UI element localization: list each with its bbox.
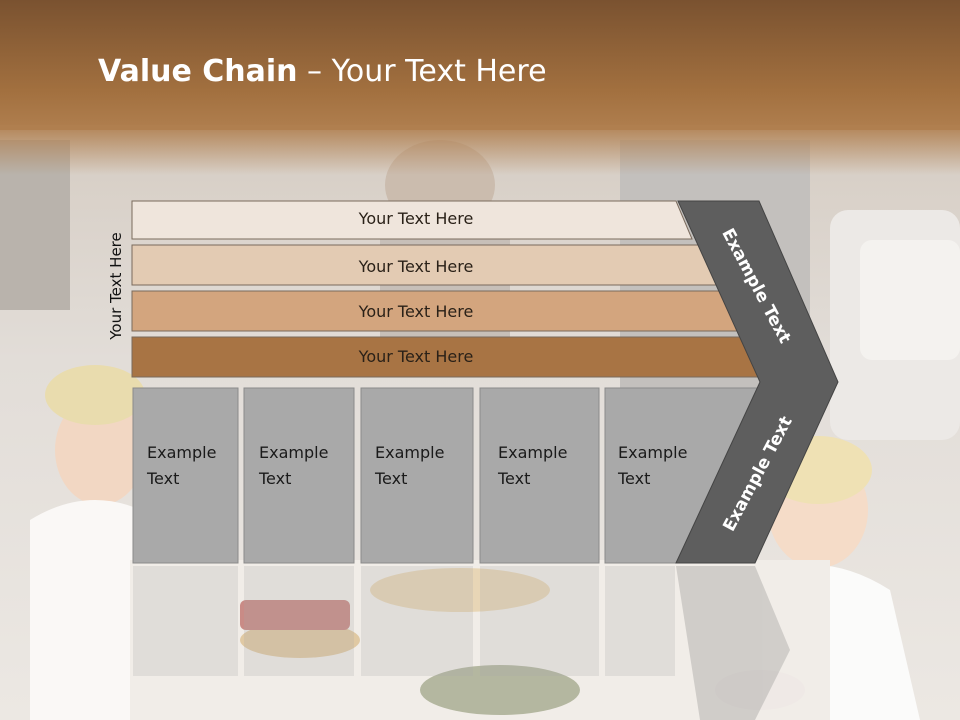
title-band	[0, 0, 960, 130]
primary-box-4-line1: Example	[498, 443, 568, 462]
primary-box-3	[360, 387, 474, 564]
slide-title: Value Chain – Your Text Here	[98, 54, 547, 89]
primary-box-5-line1: Example	[618, 443, 688, 462]
primary-box-3-line1: Example	[375, 443, 445, 462]
slide-title-bold: Value Chain	[98, 54, 298, 89]
reflection	[133, 566, 790, 720]
title-band-fade	[0, 125, 960, 175]
margin-chevron	[675, 200, 839, 564]
primary-box-2-line1: Example	[259, 443, 329, 462]
primary-box-1-line2: Text	[147, 469, 180, 488]
support-bar-1	[131, 200, 693, 240]
primary-box-1-line1: Example	[147, 443, 217, 462]
primary-box-2	[243, 387, 355, 564]
primary-box-5-line2: Text	[618, 469, 651, 488]
primary-box-1	[132, 387, 239, 564]
slide-title-rest: – Your Text Here	[297, 54, 547, 89]
primary-box-4-line2: Text	[498, 469, 531, 488]
primary-box-4	[479, 387, 600, 564]
support-bar-4-label: Your Text Here	[358, 347, 474, 366]
support-bar-3-label: Your Text Here	[358, 302, 474, 321]
support-bar-1-label: Your Text Here	[358, 209, 474, 228]
primary-box-2-line2: Text	[259, 469, 292, 488]
support-bar-2-label: Your Text Here	[358, 257, 474, 276]
primary-box-3-line2: Text	[375, 469, 408, 488]
